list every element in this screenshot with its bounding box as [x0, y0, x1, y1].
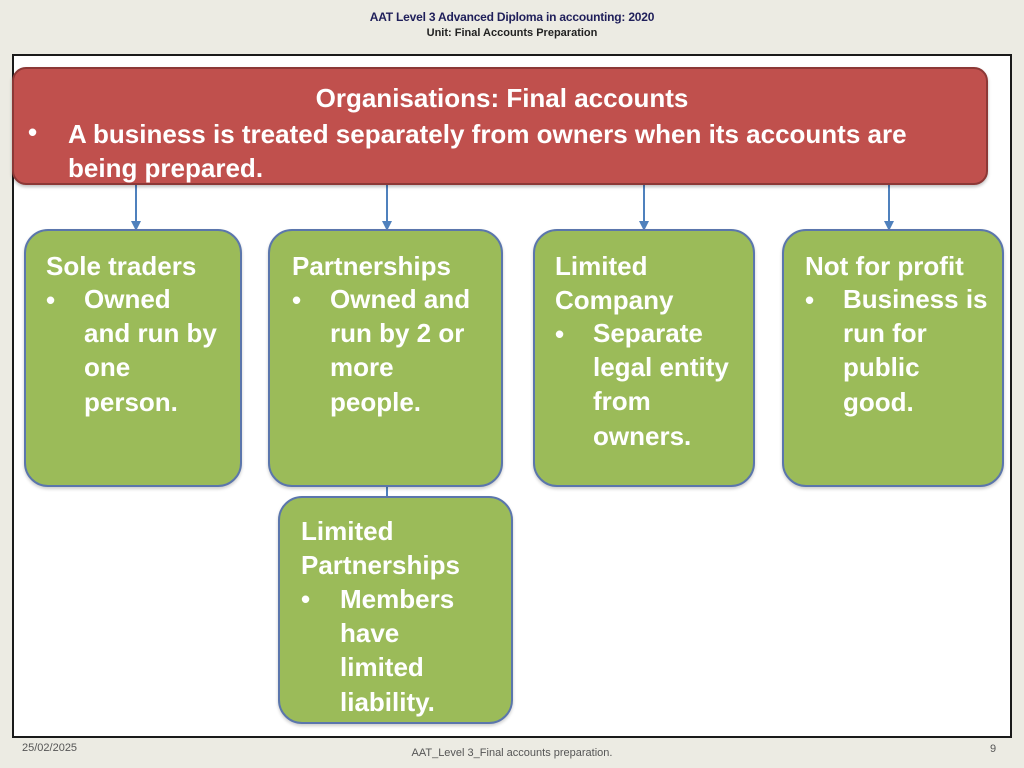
box-partnerships: Partnerships • Owned and run by 2 or mor… — [268, 229, 503, 487]
box-sole-traders: Sole traders • Owned and run by one pers… — [24, 229, 242, 487]
bullet-icon: • — [28, 117, 38, 147]
footer-date: 25/02/2025 — [22, 742, 78, 754]
box-title: Not for profit — [805, 251, 964, 281]
box-title: Sole traders — [46, 251, 197, 281]
box-limited-partnerships: Limited Partnerships • Members have limi… — [278, 496, 513, 724]
organisations-banner: Organisations: Final accounts • A busine… — [12, 67, 988, 185]
box-title: Limited Partnerships — [301, 516, 460, 580]
page-number: 9 — [990, 743, 997, 755]
box-bullet-text: Separate legal entity from owners. — [593, 318, 729, 451]
box-bullet-text: Owned and run by 2 or more people. — [330, 284, 471, 417]
banner-title: Organisations: Final accounts — [315, 83, 689, 113]
box-bullet-text: Owned and run by one person. — [84, 284, 217, 417]
bullet-icon: • — [805, 285, 815, 315]
footer-text: AAT_Level 3_Final accounts preparation. — [411, 747, 613, 759]
box-bullet-text: Members have limited liability. — [340, 584, 455, 717]
box-limited-company: Limited Company • Separate legal entity … — [533, 229, 755, 487]
box-title: Limited Company — [555, 251, 674, 315]
bullet-icon: • — [555, 319, 565, 349]
banner-bullet-text: A business is treated separately from ow… — [68, 119, 907, 183]
box-title: Partnerships — [292, 251, 451, 281]
bullet-icon: • — [301, 584, 311, 614]
bullet-icon: • — [292, 285, 302, 315]
header-title: AAT Level 3 Advanced Diploma in accounti… — [369, 10, 655, 24]
box-bullet-text: Business is run for public good. — [843, 284, 988, 417]
box-not-for-profit: Not for profit • Business is run for pub… — [782, 229, 1004, 487]
header-subtitle: Unit: Final Accounts Preparation — [426, 27, 598, 39]
bullet-icon: • — [46, 285, 56, 315]
